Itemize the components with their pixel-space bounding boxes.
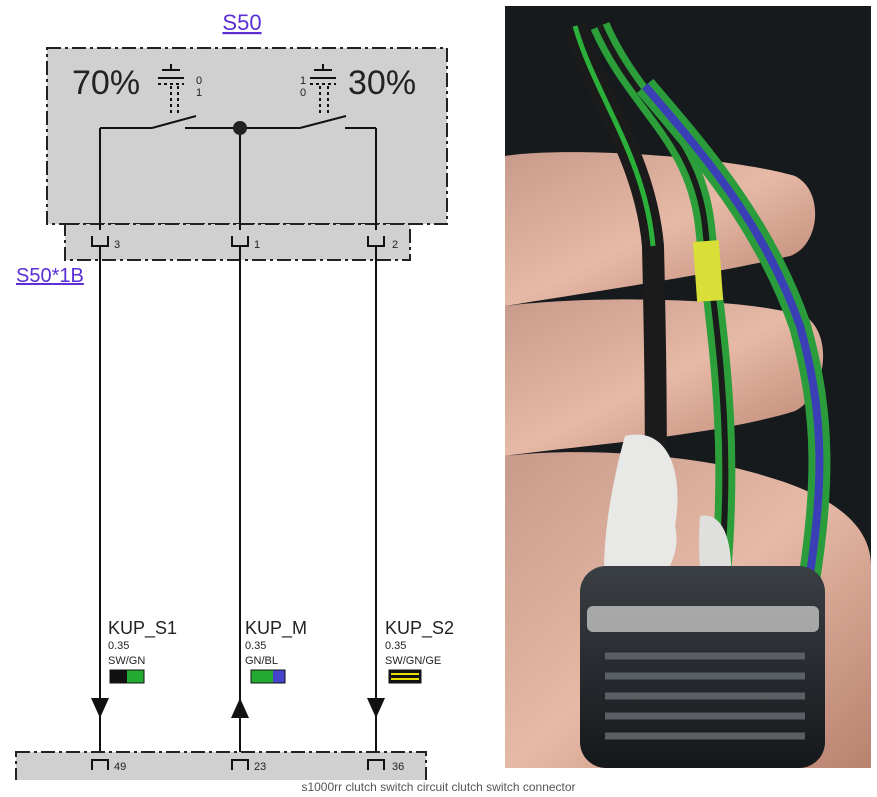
connector-block (64, 223, 411, 261)
svg-text:GN/BL: GN/BL (245, 655, 278, 667)
right-switch-symbol (240, 64, 377, 230)
svg-text:KUP_S1: KUP_S1 (108, 618, 177, 639)
svg-text:3: 3 (114, 239, 120, 251)
left-switch-state-1: 1 (196, 87, 202, 99)
wiring-diagram: S50 70% 30% 0 1 1 0 S50*1B (15, 10, 454, 780)
svg-text:1: 1 (254, 239, 260, 251)
component-label[interactable]: S50 (222, 10, 261, 35)
svg-text:2: 2 (392, 239, 398, 251)
svg-text:36: 36 (392, 761, 404, 773)
bottom-pin-36: 36 (367, 759, 404, 773)
svg-text:0.35: 0.35 (385, 640, 406, 652)
right-switch-state-0: 1 (300, 75, 306, 87)
figure-caption: s1000rr clutch switch circuit clutch swi… (301, 780, 576, 794)
arrow-down-icon (367, 698, 385, 718)
bottom-pin-49: 49 (91, 759, 126, 773)
left-switch-symbol (99, 64, 240, 230)
wire-label-kup-s2: KUP_S2 0.35 SW/GN/GE (385, 618, 454, 684)
svg-text:49: 49 (114, 761, 126, 773)
wire-label-kup-m: KUP_M 0.35 GN/BL (245, 618, 307, 684)
svg-text:SW/GN: SW/GN (108, 655, 145, 667)
arrow-up-icon (231, 698, 249, 718)
svg-text:SW/GN/GE: SW/GN/GE (385, 655, 441, 667)
arrow-down-icon (91, 698, 109, 718)
svg-text:0.35: 0.35 (108, 640, 129, 652)
left-switch-state-0: 0 (196, 75, 202, 87)
right-switch-state-1: 0 (300, 87, 306, 99)
switch-left-percent: 70% (72, 64, 140, 102)
connector-label[interactable]: S50*1B (16, 265, 84, 287)
svg-text:23: 23 (254, 761, 266, 773)
svg-text:KUP_S2: KUP_S2 (385, 618, 454, 639)
bottom-connector (15, 751, 427, 780)
switch-housing (46, 47, 448, 225)
svg-text:KUP_M: KUP_M (245, 618, 307, 639)
bottom-pin-23: 23 (231, 759, 266, 773)
wire-label-kup-s1: KUP_S1 0.35 SW/GN (108, 618, 177, 684)
center-junction (233, 121, 247, 135)
svg-text:0.35: 0.35 (245, 640, 266, 652)
switch-right-percent: 30% (348, 64, 416, 102)
connector-photo (505, 6, 871, 768)
